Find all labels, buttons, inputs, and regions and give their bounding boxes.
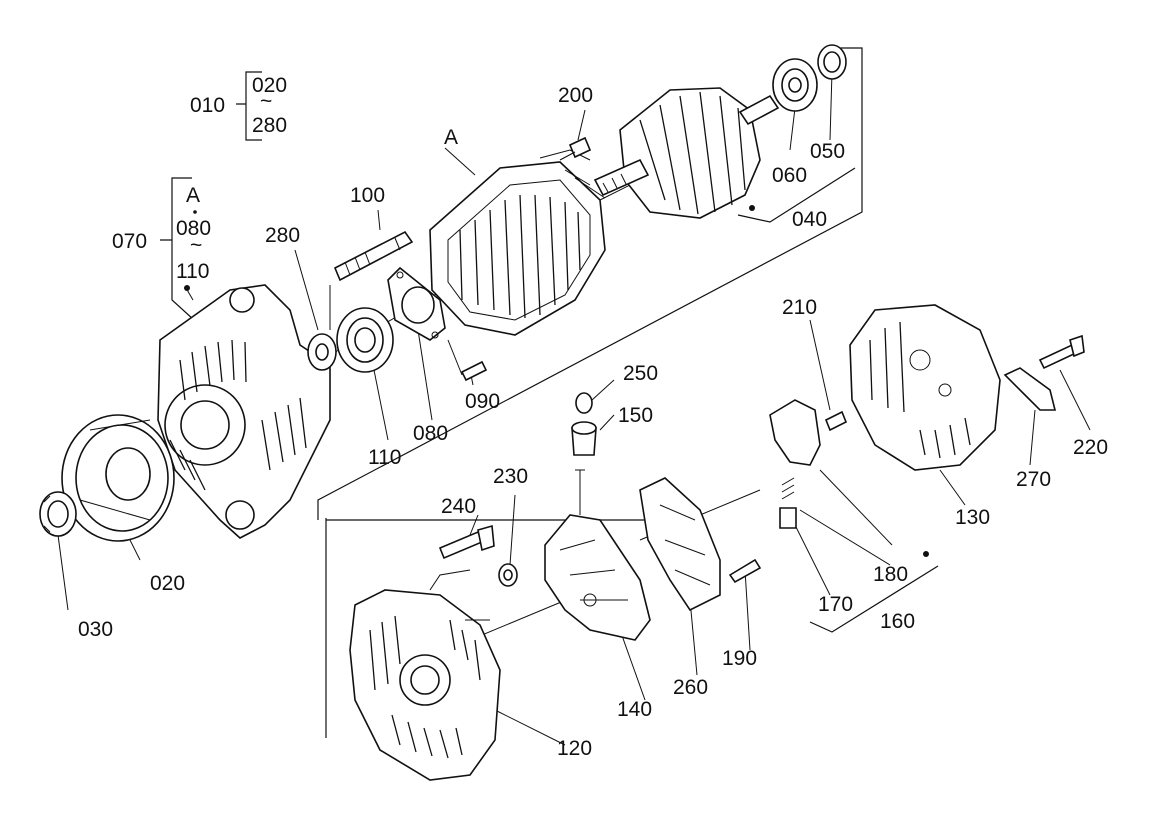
brush-holder: [769, 399, 821, 529]
group-line-040: [317, 47, 863, 520]
label-080-range-start: 080: [176, 217, 211, 240]
regulator: [639, 477, 721, 612]
front-housing: [157, 284, 331, 539]
group-line-040b: [737, 167, 856, 223]
label-190: 190: [722, 647, 757, 670]
label-160: 160: [880, 610, 915, 633]
bracket-160: [809, 565, 939, 633]
label-260: 260: [673, 676, 708, 699]
label-200: 200: [558, 84, 593, 107]
screw-210: [824, 410, 848, 432]
label-150: 150: [618, 404, 653, 427]
label-240: 240: [441, 495, 476, 518]
label-050: 050: [810, 140, 845, 163]
label-range-mark: ~: [260, 90, 272, 113]
clip-270: [1003, 367, 1057, 411]
bracket-070: [160, 177, 206, 331]
label-020: 020: [150, 572, 185, 595]
rotor: [593, 87, 780, 219]
stud-bolt: [329, 230, 414, 330]
label-180: 180: [873, 563, 908, 586]
label-100: 100: [350, 184, 385, 207]
reference-dots: [184, 205, 929, 557]
retainer-plate: [387, 266, 446, 341]
pulley-nut: [39, 491, 77, 537]
label-090: 090: [465, 390, 500, 413]
insulator-150: [571, 421, 597, 456]
label-060: 060: [772, 164, 807, 187]
spacer-ring: [307, 333, 337, 371]
label-140: 140: [617, 698, 652, 721]
bolt-220: [1038, 334, 1085, 370]
label-030: 030: [78, 618, 113, 641]
label-110: 110: [368, 446, 401, 469]
front-bearing: [336, 307, 394, 373]
label-270: 270: [1016, 468, 1051, 491]
part-labels: 010 020 ~ 280 A 080 ~ 110 070 280 100 A …: [78, 74, 1108, 760]
rear-housing: [349, 569, 501, 781]
label-040: 040: [792, 208, 827, 231]
label-A-stator: A: [444, 126, 458, 149]
label-220: 220: [1073, 436, 1108, 459]
cap-250: [575, 392, 593, 414]
label-020-range-start: 020: [252, 74, 287, 97]
rear-cover: [849, 304, 1001, 471]
label-010: 010: [190, 94, 225, 117]
label-130: 130: [955, 506, 990, 529]
pulley: [61, 414, 175, 542]
label-230: 230: [493, 465, 528, 488]
screw-200: [559, 136, 592, 161]
label-070: 070: [112, 230, 147, 253]
label-250: 250: [623, 362, 658, 385]
label-170: 170: [818, 593, 853, 616]
nut-230: [498, 563, 518, 587]
label-110-range-end: 110: [176, 260, 209, 283]
label-080: 080: [413, 422, 448, 445]
label-280: 280: [265, 224, 300, 247]
label-A-ref: A: [186, 184, 200, 207]
screw-190: [728, 558, 762, 584]
bracket-010: [236, 71, 262, 141]
screw-090: [447, 339, 488, 382]
bearing-cover: [817, 44, 847, 80]
through-bolt: [438, 524, 495, 560]
label-120: 120: [557, 737, 592, 760]
rectifier: [544, 469, 651, 641]
label-range-mark-2: ~: [190, 234, 202, 257]
label-210: 210: [782, 296, 817, 319]
stator-coil: [429, 149, 606, 336]
rear-bearing: [772, 58, 818, 112]
label-280-range-end: 280: [252, 114, 287, 137]
